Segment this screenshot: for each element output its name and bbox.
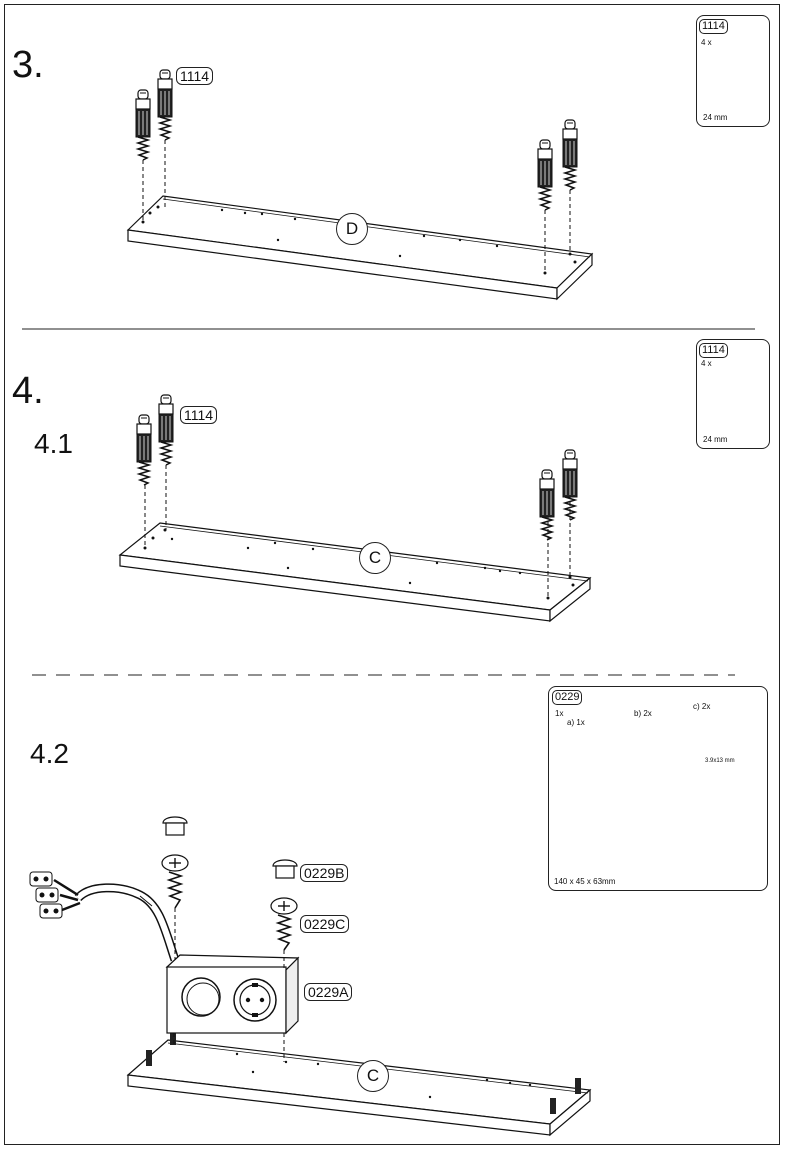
inset-qty: 1x <box>555 709 564 718</box>
step-3-number: 3. <box>12 44 44 86</box>
inset-code: 0229 <box>552 690 583 705</box>
part-tag-1114: 1114 <box>180 406 218 424</box>
part-tag-0229c: 0229C <box>300 915 350 933</box>
inset-item-c: c) 2x <box>693 702 711 711</box>
inset-code: 1114 <box>699 19 728 34</box>
panel-label-c: C <box>357 1060 389 1092</box>
inset-qty: 4 x <box>701 38 712 47</box>
inset-size: 24 mm <box>703 435 728 444</box>
panel-label-d: D <box>336 213 368 245</box>
inset-size: 24 mm <box>703 113 728 122</box>
inset-screw-size: 3.9x13 mm <box>705 758 735 764</box>
step41-drawing <box>118 394 592 623</box>
step-4-2-number: 4.2 <box>30 738 69 769</box>
inset-qty: 4 x <box>701 359 712 368</box>
panel-label-c: C <box>359 542 391 574</box>
inset-dimensions: 140 x 45 x 63mm <box>554 877 616 886</box>
part-tag-0229a: 0229A <box>304 983 353 1001</box>
page-frame <box>4 4 780 1145</box>
step3-drawing <box>126 69 594 301</box>
inset-item-b: b) 2x <box>634 709 652 718</box>
inset-code: 1114 <box>699 343 728 358</box>
inset-socket-kit: 0229 1x a) 1x b) 2x c) 2x 3.9x13 mm 140 … <box>548 686 768 891</box>
part-tag-0229b: 0229B <box>300 864 349 882</box>
inset-dowel-top: 1114 4 x 24 mm <box>696 15 770 127</box>
inset-dowel-mid: 1114 4 x 24 mm <box>696 339 770 449</box>
step-4-number: 4. <box>12 370 44 412</box>
step-4-1-number: 4.1 <box>34 428 73 459</box>
inset-item-a: a) 1x <box>567 718 585 727</box>
part-tag-1114: 1114 <box>176 67 214 85</box>
